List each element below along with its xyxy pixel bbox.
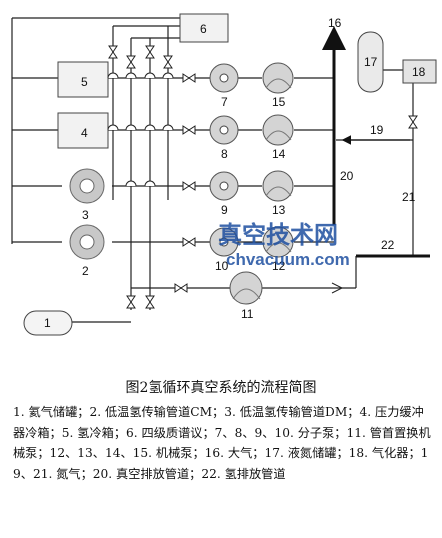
label-22: 22 — [381, 238, 395, 252]
label-16: 16 — [328, 16, 342, 30]
valve-icon — [126, 55, 136, 69]
molecular-pump-10 — [209, 227, 239, 257]
label-12: 12 — [272, 259, 286, 273]
label-11: 11 — [241, 307, 254, 321]
label-3: 3 — [82, 208, 89, 222]
transfer-line-dm — [69, 168, 105, 204]
valve-icon — [182, 181, 196, 191]
mechanical-pump-15 — [262, 62, 294, 94]
figure-legend: 1. 氦气储罐；2. 低温氢传输管道CM；3. 低温氢传输管道DM；4. 压力缓… — [13, 405, 431, 481]
vaporizer-box — [402, 59, 437, 84]
label-1: 1 — [44, 316, 51, 330]
watermark-url: chvacuum.com — [226, 250, 350, 269]
label-21: 21 — [402, 190, 416, 204]
molecular-pump-9 — [209, 171, 239, 201]
mechanical-pump-14 — [262, 114, 294, 146]
label-20: 20 — [340, 169, 354, 183]
purge-mechanical-pump — [229, 271, 263, 305]
ln2-tank — [357, 31, 384, 93]
valve-icon — [182, 73, 196, 83]
molecular-pump-8 — [209, 115, 239, 145]
watermark-cn: 真空技术网 — [218, 221, 338, 249]
hydrogen-coldbox — [57, 61, 109, 98]
valve-icon — [174, 283, 188, 293]
valve-icon — [126, 295, 136, 309]
label-18: 18 — [412, 65, 426, 79]
label-17: 17 — [364, 55, 378, 69]
molecular-pump-7 — [209, 63, 239, 93]
label-5: 5 — [81, 75, 88, 89]
mass-spectrometer-box — [179, 13, 229, 43]
label-7: 7 — [221, 95, 228, 109]
label-13: 13 — [272, 203, 286, 217]
valve-icon — [145, 295, 155, 309]
label-14: 14 — [272, 147, 286, 161]
valve-icon — [108, 45, 118, 59]
label-2: 2 — [82, 264, 89, 278]
label-19: 19 — [370, 123, 384, 137]
valve-icon — [408, 115, 418, 129]
valve-icon — [182, 237, 196, 247]
transfer-line-cm — [69, 224, 105, 260]
label-9: 9 — [221, 203, 228, 217]
label-8: 8 — [221, 147, 228, 161]
valve-icon — [182, 125, 196, 135]
label-15: 15 — [272, 95, 286, 109]
mechanical-pump-13 — [262, 170, 294, 202]
valve-icon — [145, 45, 155, 59]
helium-tank — [23, 310, 73, 336]
label-4: 4 — [81, 126, 88, 140]
label-6: 6 — [200, 22, 207, 36]
figure-caption: 图2氢循环真空系统的流程简图 — [125, 380, 317, 396]
pressure-buffer-coldbox — [57, 112, 109, 149]
mechanical-pump-12 — [262, 226, 294, 258]
check-valve-icon — [331, 282, 344, 294]
label-10: 10 — [215, 259, 229, 273]
flow-diagram: 5 4 3 2 1 6 7 8 9 10 11 12 13 14 15 16 1… — [11, 13, 437, 336]
valve-icon — [163, 55, 173, 69]
